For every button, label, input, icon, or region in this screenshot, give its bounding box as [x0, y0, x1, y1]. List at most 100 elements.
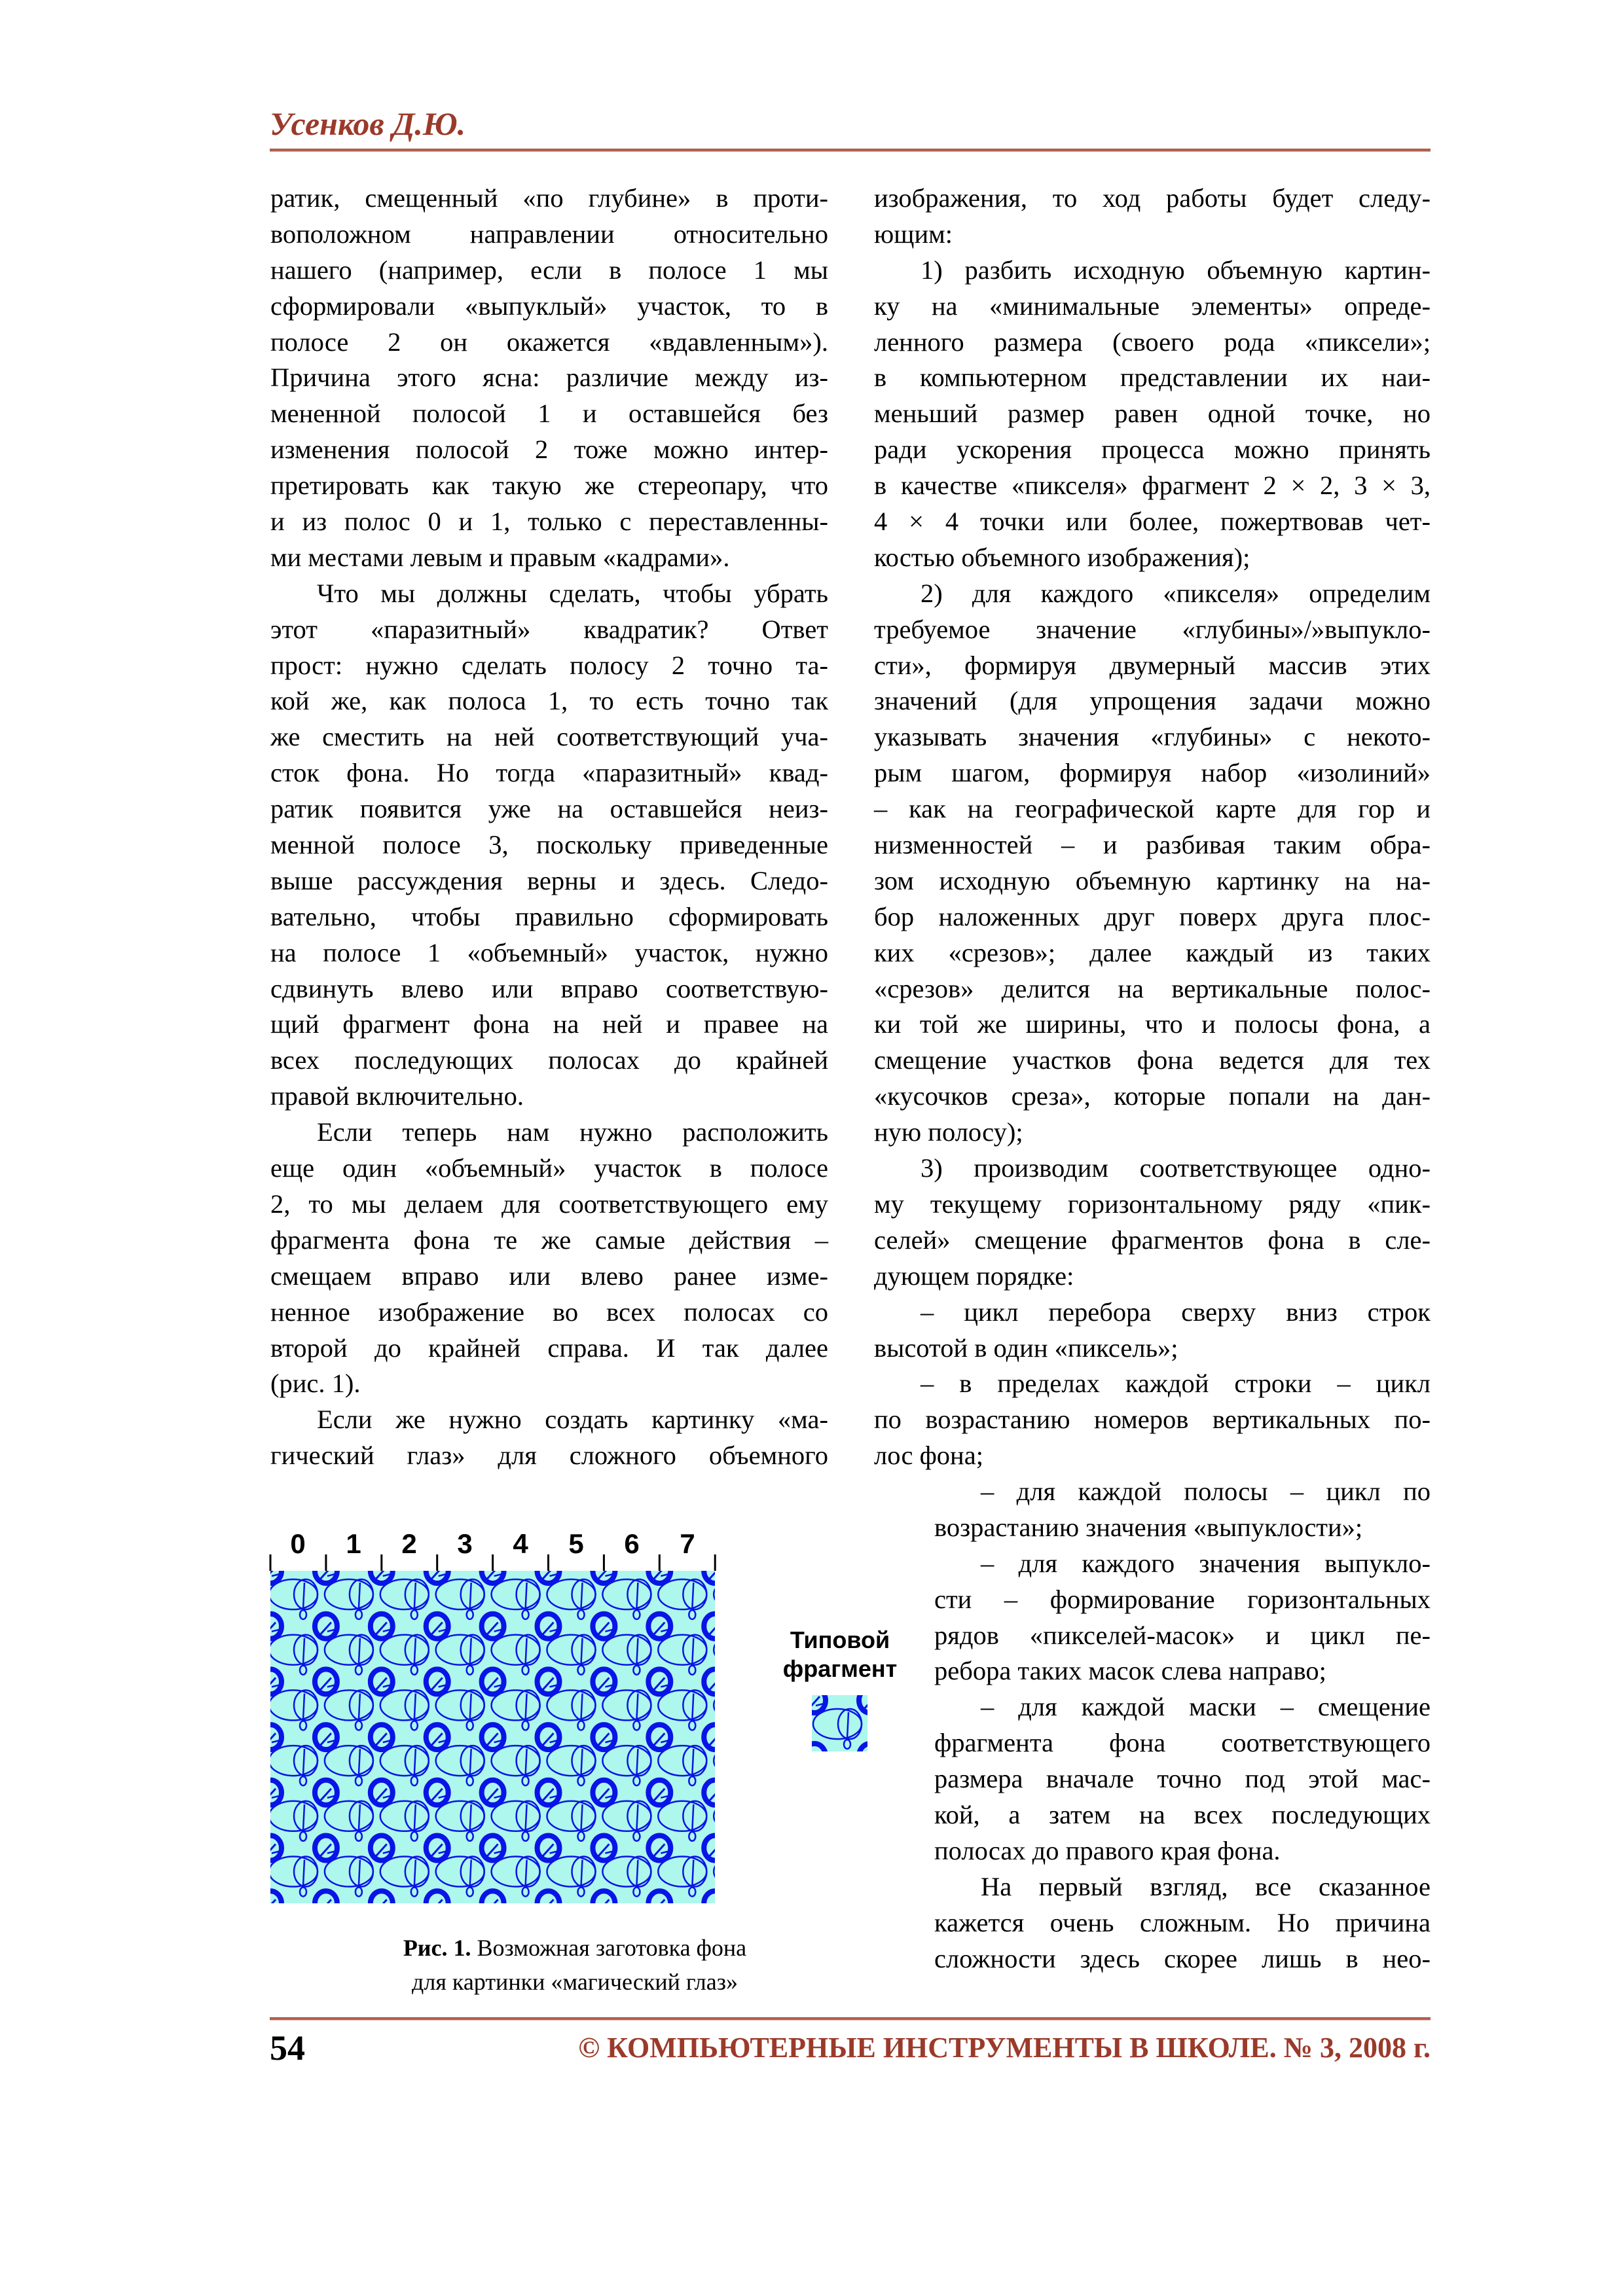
thin-ellipse — [627, 1856, 652, 1888]
small-ring — [410, 1664, 419, 1676]
thick-ring — [312, 1722, 340, 1753]
left-text-column: ратик, смещенный «по глубине» в проти-во… — [270, 181, 828, 1474]
small-ring — [632, 1886, 641, 1897]
thick-ring — [701, 1777, 715, 1808]
thin-stroke — [413, 1693, 417, 1720]
thin-stroke — [636, 1582, 639, 1609]
text-line: сток фона. Но тогда «паразитный» квад- — [270, 758, 828, 788]
ruler-label: 4 — [513, 1528, 528, 1559]
ring-diagonal — [812, 1695, 821, 1707]
thick-ring — [367, 1833, 395, 1863]
small-ring — [299, 1886, 308, 1897]
thin-ellipse — [293, 1856, 319, 1888]
ruler-label: 3 — [457, 1528, 473, 1559]
ruler-tick — [325, 1554, 327, 1571]
text-line: – для каждой маски – смещение — [981, 1692, 1431, 1722]
thick-ring — [590, 1571, 618, 1586]
ring-diagonal — [652, 1621, 666, 1636]
small-ring — [465, 1664, 474, 1676]
fragment-label: Типовой фрагмент — [766, 1626, 914, 1683]
text-line: претировать как такую же стереопару, что — [270, 471, 828, 501]
thin-ellipse — [460, 1856, 485, 1888]
thin-stroke — [357, 1749, 361, 1776]
ring-diagonal — [596, 1732, 610, 1748]
text-line: ких «срезов»; далее каждый из таких — [874, 937, 1431, 967]
thin-ellipse — [348, 1578, 374, 1611]
thin-ellipse — [515, 1856, 541, 1888]
ring-diagonal — [485, 1732, 499, 1748]
thick-ring — [479, 1571, 507, 1586]
thin-stroke — [302, 1582, 306, 1609]
ring-diagonal — [708, 1626, 715, 1636]
thin-stroke — [580, 1859, 583, 1886]
thick-ring — [812, 1695, 828, 1715]
ring-diagonal — [374, 1732, 388, 1748]
thin-ellipse — [460, 1634, 485, 1666]
small-ring — [632, 1775, 641, 1787]
thin-stroke — [357, 1582, 361, 1609]
thick-ring — [479, 1722, 507, 1753]
text-line: кой же, как полоса 1, то есть точно так — [270, 686, 828, 716]
text-line: выше рассуждения верны и здесь. Следо- — [270, 865, 828, 895]
ring-diagonal — [485, 1843, 499, 1858]
thin-stroke — [469, 1638, 472, 1664]
text-line: и из полос 0 и 1, только с переставленны… — [270, 507, 828, 537]
text-line: требуемое значение «глубины»/»выпукло- — [874, 614, 1431, 644]
small-ring — [410, 1775, 419, 1787]
ring-diagonal — [429, 1571, 441, 1581]
thin-stroke — [580, 1638, 583, 1664]
text-line: мененной полосой 1 и оставшейся без — [270, 399, 828, 429]
thin-ellipse — [515, 1800, 541, 1833]
text-line: дующем порядке: — [874, 1261, 1074, 1291]
small-ring — [521, 1609, 530, 1621]
thick-ring — [590, 1888, 618, 1903]
thin-ring — [712, 1698, 715, 1712]
small-ring — [688, 1609, 697, 1621]
ruler-tick — [714, 1554, 716, 1571]
thick-ring — [701, 1666, 715, 1697]
thin-stroke — [357, 1804, 361, 1831]
text-line: сформировали «выпуклый» участок, то в — [270, 291, 828, 321]
text-line: всех последующих полосах до крайней — [270, 1045, 828, 1075]
thin-stroke — [524, 1749, 528, 1776]
text-line: – цикл перебора сверху вниз строк — [921, 1297, 1431, 1327]
thin-ellipse — [404, 1689, 430, 1721]
small-ring — [354, 1720, 363, 1731]
text-line: гический глаз» для сложного объемного — [270, 1441, 828, 1471]
small-ring — [521, 1831, 530, 1842]
text-line: менной полосе 3, поскольку приведенные — [270, 830, 828, 860]
text-line: размера вначале точно под этой мас- — [934, 1764, 1431, 1794]
footer-rule — [270, 2017, 1431, 2020]
thick-ring — [534, 1777, 562, 1808]
connector-stroke — [716, 1629, 727, 1632]
fragment-label-line-2: фрагмент — [782, 1655, 898, 1682]
text-line: сложности здесь скорее лишь в нео- — [934, 1943, 1431, 1973]
text-line: ки той же ширины, что и полосы фона, а — [874, 1009, 1431, 1039]
text-line: «срезов» делится на вертикальные полос- — [874, 973, 1431, 1003]
caption-text-2: для картинки «магический глаз» — [412, 1969, 738, 1995]
ring-diagonal — [541, 1571, 552, 1581]
fragment-label-line-1: Типовой — [790, 1626, 890, 1653]
typical-fragment-tile — [812, 1695, 867, 1751]
thin-ring — [712, 1810, 715, 1823]
text-line: этот «паразитный» квадратик? Ответ — [270, 614, 828, 644]
small-ring — [410, 1831, 419, 1842]
connector-stroke — [605, 1906, 615, 1909]
ring-diagonal — [485, 1677, 499, 1692]
text-line: вательно, чтобы правильно сформировать — [270, 901, 828, 931]
thin-stroke — [524, 1859, 528, 1886]
thin-stroke — [580, 1693, 583, 1720]
thin-ellipse — [571, 1578, 596, 1611]
text-line: ребора таких масок слева направо; — [934, 1656, 1326, 1686]
small-ring — [521, 1664, 530, 1676]
thin-stroke — [524, 1693, 528, 1720]
ring-diagonal — [541, 1621, 555, 1636]
thin-ellipse — [460, 1578, 485, 1611]
thick-ring — [534, 1722, 562, 1753]
thick-ring — [270, 1666, 284, 1697]
thin-ellipse — [571, 1689, 596, 1721]
thick-ring — [312, 1888, 340, 1903]
ring-diagonal — [374, 1571, 385, 1581]
text-line: 2, то мы делаем для соответствующего ему — [270, 1189, 828, 1219]
thick-ring — [646, 1722, 674, 1753]
